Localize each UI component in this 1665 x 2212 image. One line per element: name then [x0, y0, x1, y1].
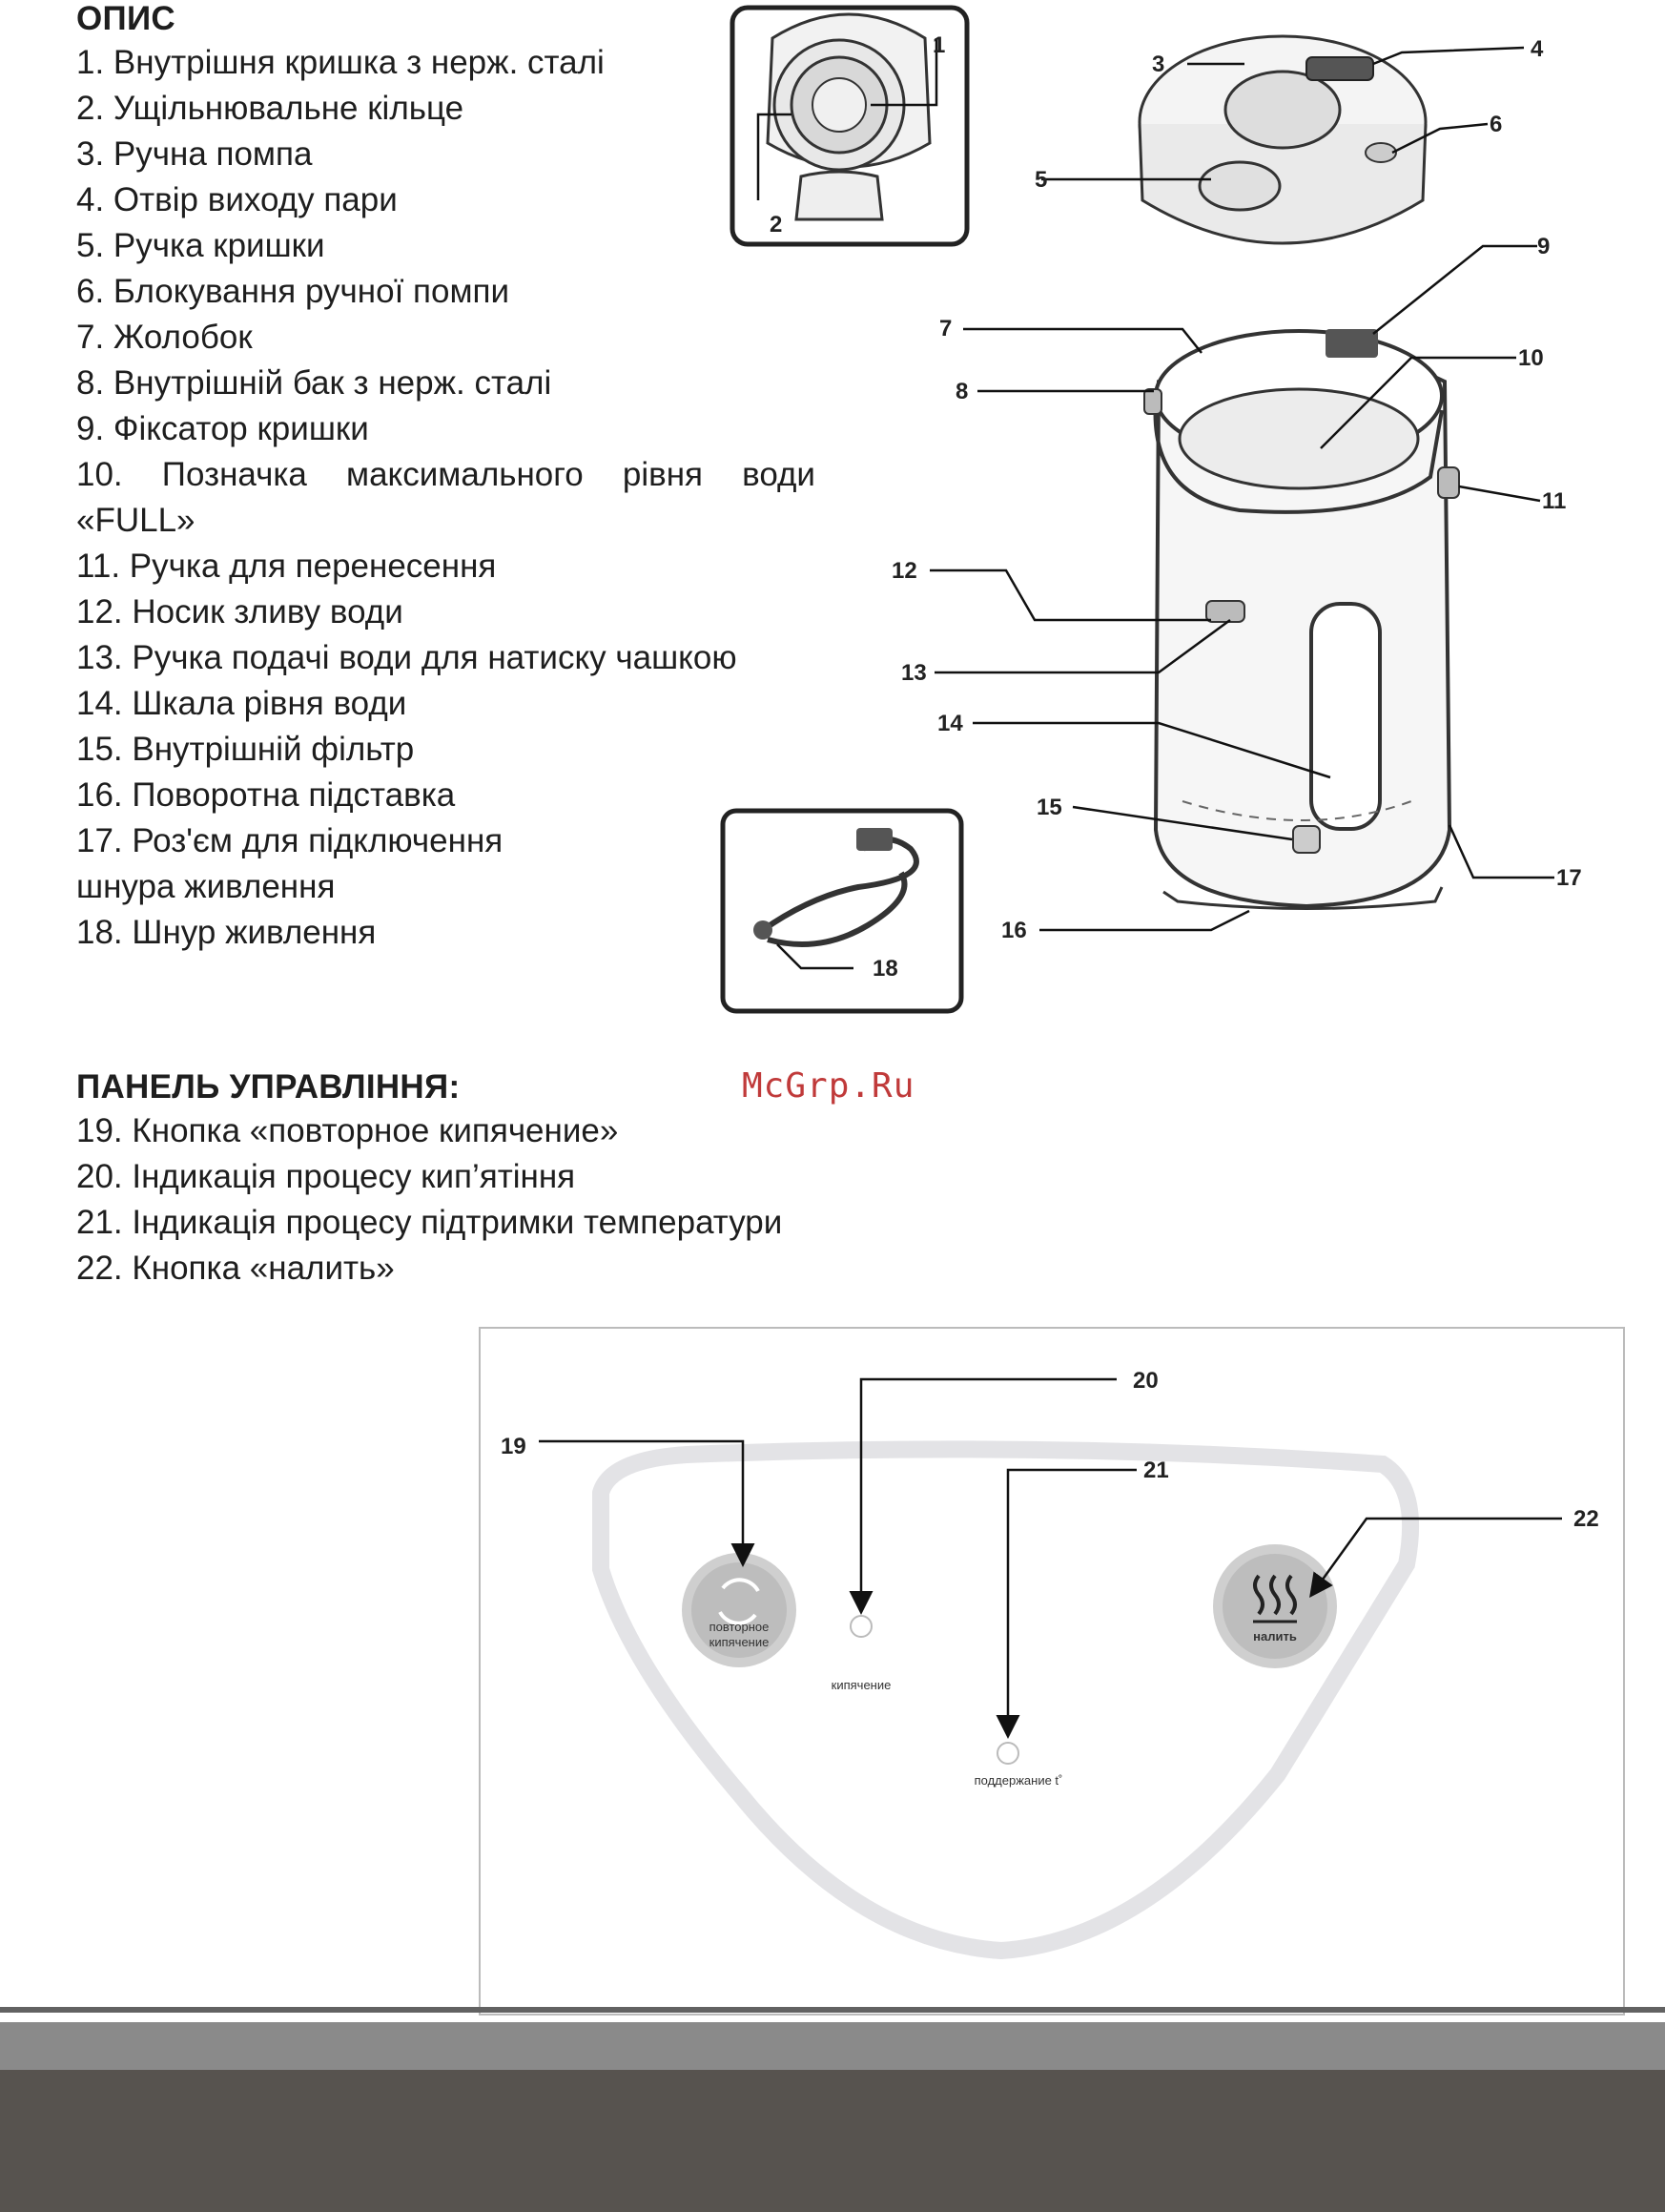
callout-22: 22 [1573, 1506, 1599, 1532]
pour-label: налить [1253, 1629, 1297, 1643]
callout-1: 1 [933, 32, 945, 58]
list-item: 8. Внутрішній бак з нерж. сталі [76, 364, 552, 402]
boil-indicator-label: кипячение [832, 1678, 892, 1692]
description-list: 1. Внутрішня кришка з нерж. сталі 2. Ущі… [76, 40, 815, 956]
list-item: 10. Позначка максимального рівня води [76, 456, 815, 493]
callout-21: 21 [1143, 1457, 1169, 1483]
callout-17: 17 [1556, 865, 1582, 891]
list-item: 17. Роз'єм для підключення [76, 822, 504, 859]
footer-band-dark [0, 2070, 1665, 2212]
control-panel-heading: ПАНЕЛЬ УПРАВЛІННЯ: [76, 1068, 461, 1106]
callout-numbers: 1 2 3 4 5 6 7 8 9 10 11 12 13 14 15 17 1… [770, 32, 1582, 982]
reboil-label-2: кипячение [709, 1635, 770, 1649]
callout-18: 18 [873, 956, 898, 982]
callout-16: 16 [1001, 918, 1027, 943]
list-item: шнура живлення [76, 868, 336, 905]
list-item: 20. Індикація процесу кип’ятіння [76, 1158, 576, 1195]
footer-divider [0, 2007, 1665, 2013]
callout-7: 7 [939, 316, 952, 341]
list-item: 9. Фіксатор кришки [76, 410, 369, 447]
callout-20: 20 [1133, 1368, 1159, 1394]
callout-8: 8 [956, 379, 968, 404]
keep-warm-indicator-label: поддержание t˚ [975, 1773, 1063, 1788]
lid-illustration [1138, 34, 1428, 245]
control-panel-diagram: повторное кипячение кипячение поддержани… [479, 1327, 1625, 2016]
list-item: 5. Ручка кришки [76, 227, 325, 264]
callout-10: 10 [1518, 345, 1544, 371]
list-item: 19. Кнопка «повторное кипячение» [76, 1112, 619, 1149]
footer-band [0, 2022, 1665, 2070]
description-heading: ОПИС [76, 0, 176, 37]
watermark: McGrp.Ru [742, 1066, 915, 1106]
callout-9: 9 [1537, 234, 1550, 259]
list-item: 14. Шкала рівня води [76, 685, 407, 722]
list-item: 21. Індикація процесу підтримки температ… [76, 1204, 783, 1241]
callout-5: 5 [1035, 167, 1047, 193]
list-item: 22. Кнопка «налить» [76, 1250, 395, 1287]
list-item: 3. Ручна помпа [76, 135, 313, 173]
kettle-body [1143, 329, 1460, 910]
list-item: 6. Блокування ручної помпи [76, 273, 510, 310]
list-item: 11. Ручка для перенесення [76, 548, 497, 585]
callout-11: 11 [1542, 488, 1566, 514]
callout-19: 19 [501, 1434, 526, 1459]
list-item: «FULL» [76, 502, 195, 539]
callout-14: 14 [937, 711, 963, 736]
callout-leaders [930, 46, 1554, 932]
callout-6: 6 [1490, 112, 1502, 137]
callout-15: 15 [1037, 795, 1062, 820]
callout-13: 13 [901, 660, 927, 686]
list-item: 1. Внутрішня кришка з нерж. сталі [76, 44, 605, 81]
callout-12: 12 [892, 558, 917, 584]
control-panel-list: 19. Кнопка «повторное кипячение» 20. Інд… [76, 1108, 782, 1292]
list-item: 2. Ущільнювальне кільце [76, 90, 464, 127]
reboil-label-1: повторное [709, 1620, 770, 1634]
list-item: 13. Ручка подачі води для натиску чашкою [76, 639, 737, 676]
list-item: 12. Носик зливу води [76, 593, 403, 631]
list-item: 16. Поворотна підставка [76, 776, 456, 814]
callout-3: 3 [1152, 52, 1164, 77]
list-item: 7. Жолобок [76, 319, 253, 356]
list-item: 4. Отвір виходу пари [76, 181, 398, 218]
callout-4: 4 [1531, 36, 1544, 62]
list-item: 18. Шнур живлення [76, 914, 377, 951]
list-item: 15. Внутрішній фільтр [76, 731, 415, 768]
